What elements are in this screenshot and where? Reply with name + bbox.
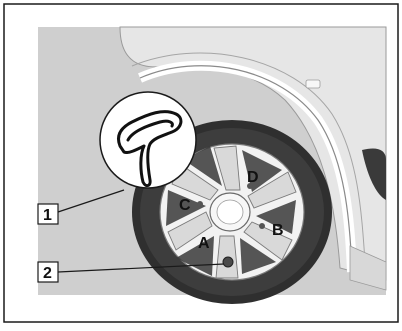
bolt-b [259, 223, 265, 229]
bolt-c [197, 201, 203, 207]
callout-2-number: 2 [43, 265, 52, 282]
bolt-letter-d: D [247, 169, 259, 186]
callout-1-number: 1 [43, 207, 52, 224]
special-wheel-bolt [223, 257, 233, 267]
detail-magnifier [100, 92, 196, 188]
bolt-letter-c: C [179, 197, 191, 214]
bolt-letter-a: A [198, 235, 210, 252]
bolt-letter-b: B [272, 222, 284, 239]
